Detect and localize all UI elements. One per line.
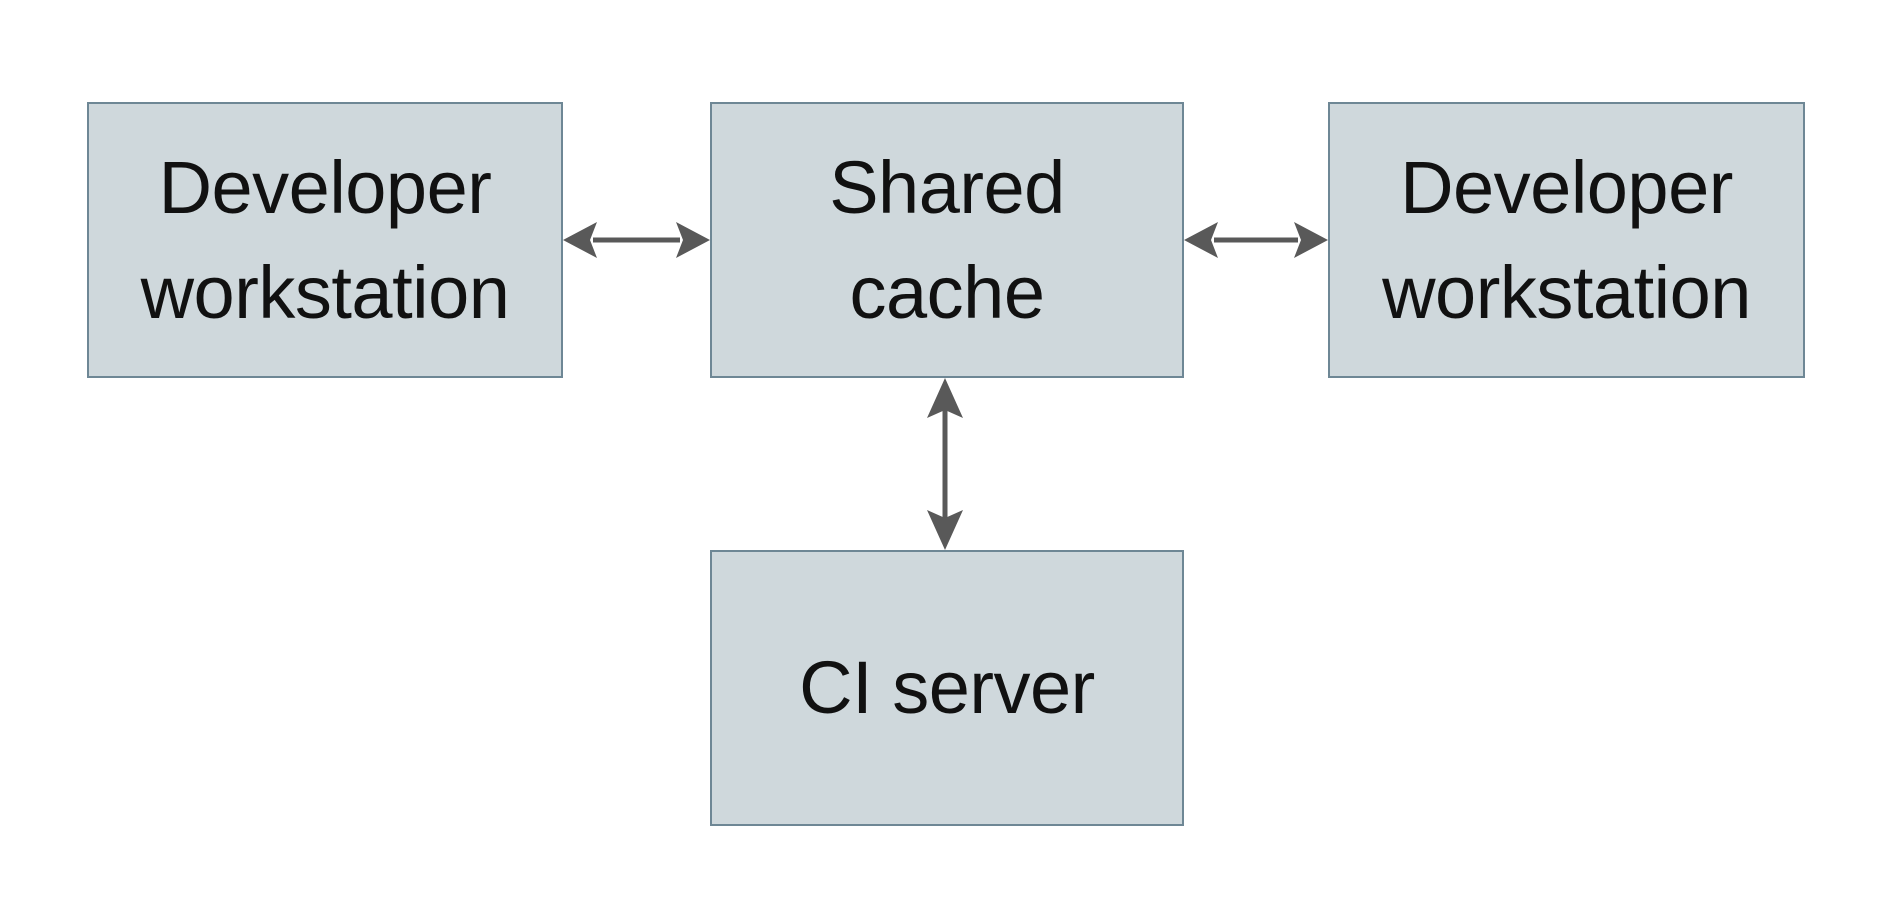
arrow-head-right-icon (1294, 222, 1328, 258)
arrow-head-down-icon (927, 510, 963, 550)
arrow-head-left-icon (563, 222, 597, 258)
edge-cache-ci-server (921, 378, 969, 550)
node-shared-cache[interactable]: Shared cache (710, 102, 1184, 378)
node-label-ci-server: CI server (799, 646, 1095, 730)
node-label-shared-cache: Shared cache (829, 145, 1065, 334)
arrow-head-right-icon (676, 222, 710, 258)
node-ci-server[interactable]: CI server (710, 550, 1184, 826)
arrow-head-up-icon (927, 378, 963, 418)
edge-cache-right-workstation (1184, 216, 1328, 264)
node-label-dev-workstation-left: Developer workstation (140, 145, 510, 334)
arrow-head-left-icon (1184, 222, 1218, 258)
node-label-dev-workstation-right: Developer workstation (1382, 145, 1751, 334)
node-dev-workstation-left[interactable]: Developer workstation (87, 102, 563, 378)
edge-left-workstation-cache (563, 216, 710, 264)
node-dev-workstation-right[interactable]: Developer workstation (1328, 102, 1805, 378)
